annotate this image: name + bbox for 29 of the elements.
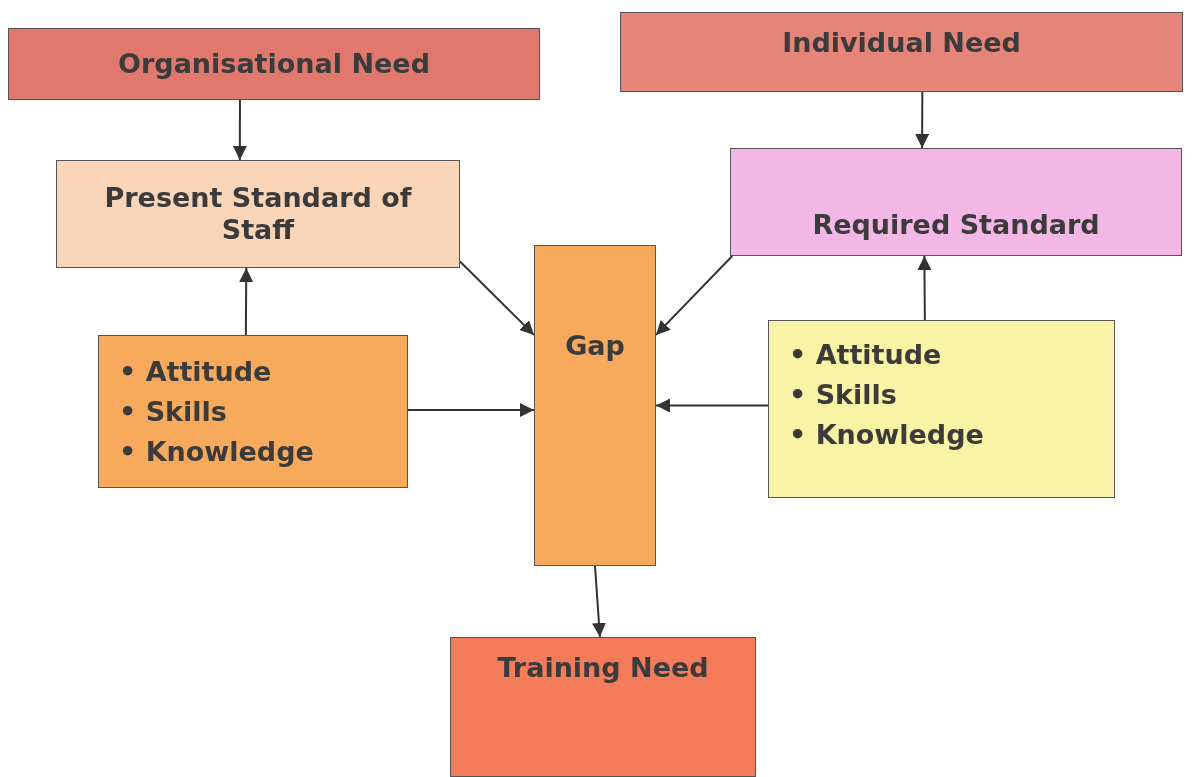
- box-label: Present Standard of Staff: [103, 181, 413, 247]
- box-label: Individual Need: [782, 27, 1021, 60]
- arrow: [915, 91, 930, 149]
- arrow: [232, 99, 247, 161]
- list-item: • Knowledge: [789, 418, 984, 452]
- list-item: • Skills: [789, 378, 898, 412]
- arrow: [655, 255, 734, 336]
- arrow: [917, 255, 932, 321]
- list-item: • Knowledge: [119, 434, 314, 469]
- list-item: • Attitude: [119, 354, 273, 389]
- list-item: • Attitude: [789, 338, 943, 372]
- process-box: [620, 12, 1183, 92]
- list-item: • Skills: [119, 394, 228, 429]
- box-label: Required Standard: [812, 208, 1100, 241]
- box-label: Gap: [565, 330, 625, 363]
- process-box: [56, 160, 460, 268]
- arrow: [239, 267, 254, 336]
- process-box: [730, 148, 1182, 256]
- arrow: [592, 565, 606, 638]
- list-box: [98, 335, 408, 488]
- arrow: [407, 403, 535, 417]
- process-box: [450, 637, 756, 777]
- arrow: [459, 260, 535, 336]
- process-box: [8, 28, 540, 100]
- arrow: [655, 398, 769, 413]
- box-label: Organisational Need: [118, 47, 430, 81]
- process-box: [534, 245, 656, 566]
- list-box: [768, 320, 1115, 498]
- box-label: Training Need: [497, 652, 709, 685]
